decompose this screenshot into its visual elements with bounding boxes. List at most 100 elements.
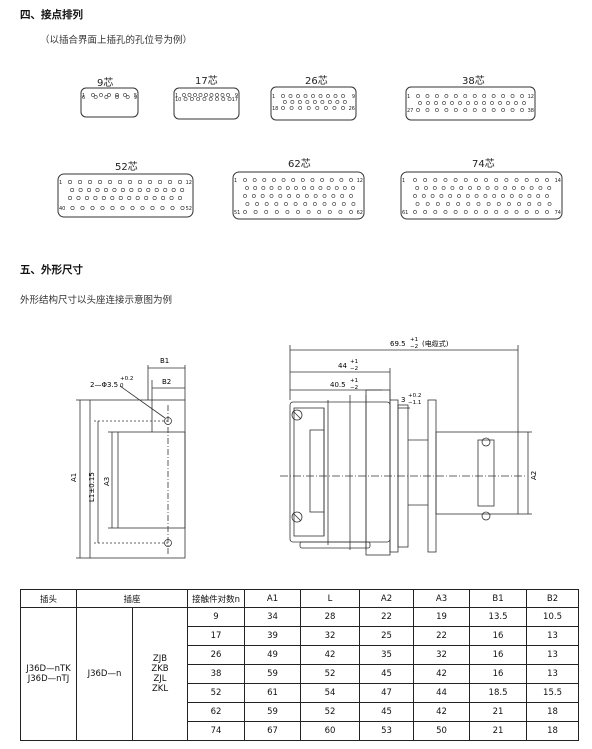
pin-hole bbox=[245, 186, 249, 190]
pin-hole bbox=[524, 178, 529, 182]
mount-hole-bottom bbox=[164, 539, 172, 547]
pin-hole bbox=[125, 95, 130, 99]
pin-hole bbox=[320, 178, 324, 182]
pin-hole bbox=[260, 194, 265, 198]
spec-table: 插头 插座 接触件对数n A1 L A2 A3 B1 B2 J36D—nTK J… bbox=[20, 589, 580, 741]
connector-label-38: 38芯 bbox=[462, 76, 485, 87]
pin-hole bbox=[282, 100, 287, 104]
pin-hole bbox=[491, 108, 496, 112]
pin-hole bbox=[482, 94, 487, 98]
pin-hole bbox=[529, 186, 534, 190]
connector-label-26: 26芯 bbox=[305, 76, 328, 87]
pin-hole bbox=[296, 94, 300, 98]
pin-hole bbox=[168, 180, 173, 185]
pin-hole bbox=[545, 178, 549, 182]
pin-hole bbox=[303, 202, 308, 206]
pin-hole bbox=[507, 202, 511, 206]
header-l: L bbox=[300, 589, 361, 608]
pin-hole bbox=[158, 180, 163, 185]
pin-hole bbox=[453, 94, 458, 98]
pin-hole bbox=[68, 180, 73, 185]
header-b2: B2 bbox=[526, 589, 580, 608]
pin-hole bbox=[220, 93, 225, 97]
pin-hole bbox=[70, 205, 75, 210]
pin-hole bbox=[351, 186, 355, 190]
pin-number: 9 bbox=[352, 94, 355, 100]
pin-hole bbox=[537, 202, 542, 206]
dim-69-5: 69.5 bbox=[390, 340, 406, 348]
pin-hole bbox=[95, 188, 100, 193]
pin-hole bbox=[496, 202, 501, 206]
pin-hole bbox=[178, 195, 183, 200]
pin-hole bbox=[536, 194, 541, 198]
pin-hole bbox=[315, 106, 320, 110]
cell: 16 bbox=[469, 664, 528, 684]
pin-hole bbox=[510, 94, 515, 98]
pin-hole bbox=[204, 93, 208, 97]
side-view-drawing: 69.5 +1 −2 (电缆式) 44 +1 −2 40.5 +1 −2 3 +… bbox=[280, 337, 538, 556]
connector-label-74: 74芯 bbox=[472, 159, 495, 170]
pin-hole bbox=[433, 210, 438, 214]
pin-hole bbox=[290, 100, 295, 104]
pin-hole bbox=[120, 188, 125, 193]
pin-hole bbox=[416, 94, 420, 98]
pin-hole bbox=[146, 188, 151, 193]
pin-hole bbox=[110, 205, 115, 210]
pin-hole bbox=[450, 101, 454, 105]
pin-number: 1 bbox=[402, 178, 405, 184]
pin-hole bbox=[322, 194, 327, 198]
pin-hole bbox=[512, 186, 516, 190]
cell: 52 bbox=[300, 664, 361, 684]
pin-hole bbox=[97, 180, 102, 185]
pin-hole bbox=[285, 210, 290, 214]
pin-hole bbox=[425, 94, 430, 98]
cell: 18.5 bbox=[469, 683, 528, 703]
pin-hole bbox=[490, 101, 494, 105]
pin-hole bbox=[171, 188, 176, 193]
cell: 52 bbox=[187, 683, 246, 703]
pin-hole bbox=[262, 178, 267, 182]
pin-hole bbox=[274, 202, 279, 206]
pin-hole bbox=[215, 97, 219, 101]
pin-hole bbox=[326, 94, 330, 98]
pin-hole bbox=[492, 194, 497, 198]
pin-hole bbox=[501, 194, 505, 198]
pin-hole bbox=[327, 210, 332, 214]
socket-type: ZKL bbox=[151, 684, 169, 694]
pin-hole bbox=[547, 186, 552, 190]
dim-b1: B1 bbox=[160, 357, 169, 365]
cell: 9 bbox=[187, 607, 246, 627]
pin-hole bbox=[296, 210, 300, 214]
pin-hole bbox=[474, 101, 478, 105]
pin-hole bbox=[68, 195, 73, 200]
pin-hole bbox=[277, 186, 282, 190]
pin-hole bbox=[306, 210, 311, 214]
cell: 38 bbox=[187, 664, 246, 684]
cell: 42 bbox=[413, 702, 471, 722]
pin-hole bbox=[466, 101, 470, 105]
pin-hole bbox=[293, 202, 298, 206]
pin-hole bbox=[441, 186, 446, 190]
dim-69-5-tol2: −2 bbox=[410, 344, 418, 350]
cell: 50 bbox=[413, 721, 471, 741]
connector-label-17: 17芯 bbox=[195, 76, 218, 87]
table-row: 62 59 52 45 42 21 18 bbox=[21, 702, 580, 722]
pin-hole bbox=[435, 202, 440, 206]
pin-hole bbox=[474, 194, 479, 198]
dim-69-5-suffix: (电缆式) bbox=[422, 339, 449, 348]
cell: 21 bbox=[469, 721, 528, 741]
pin-hole bbox=[209, 93, 214, 97]
socket-type: ZJL bbox=[153, 674, 167, 684]
pin-hole bbox=[154, 188, 159, 193]
cell: 60 bbox=[300, 721, 361, 741]
pin-hole bbox=[112, 188, 117, 193]
dim-hole-tol2: 0 bbox=[120, 383, 124, 389]
pin-number: 1 bbox=[82, 93, 85, 99]
pin-hole bbox=[150, 205, 155, 210]
pin-hole bbox=[287, 194, 292, 198]
pin-hole bbox=[474, 210, 478, 214]
pin-hole bbox=[76, 195, 81, 200]
pin-hole bbox=[182, 93, 186, 97]
